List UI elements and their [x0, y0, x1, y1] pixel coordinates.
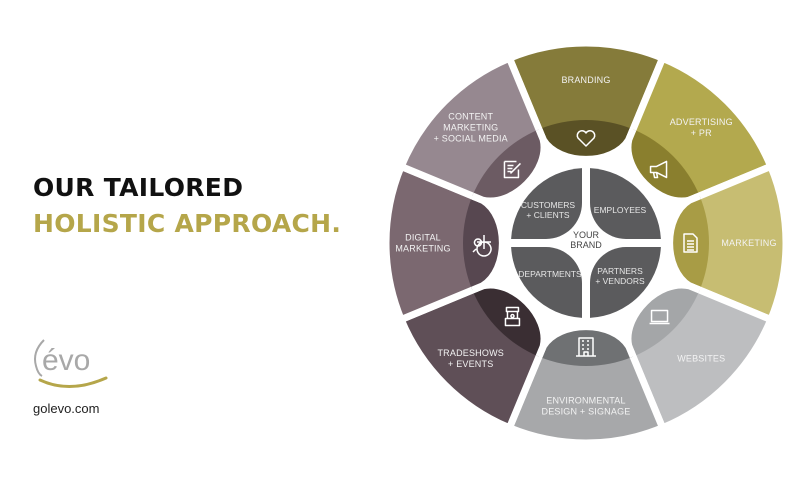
building-icon — [576, 337, 596, 357]
your-brand-line-1: YOUR — [573, 230, 600, 240]
website-url[interactable]: golevo.com — [33, 401, 100, 416]
segment-advertising-label: ADVERTISING — [670, 117, 733, 127]
segment-environmental-label: ENVIRONMENTAL — [546, 396, 625, 406]
notepad-edit-icon — [503, 160, 521, 179]
megaphone-icon — [649, 160, 668, 179]
center-quadrant-shape — [511, 168, 582, 239]
heading-line-2: HOLISTIC APPROACH. — [33, 209, 342, 238]
segment-environmental-label: DESIGN + SIGNAGE — [542, 407, 631, 417]
segment-digital-label: DIGITAL — [405, 233, 441, 243]
segment-marketing-label: MARKETING — [721, 238, 776, 248]
logo-text: évo — [42, 344, 90, 377]
segment-branding[interactable]: BRANDING — [505, 39, 667, 163]
center-quadrant-label: + VENDORS — [595, 276, 645, 286]
center-quadrant-label: DEPARTMENTS — [518, 269, 582, 279]
segment-websites-label: WEBSITES — [677, 353, 725, 363]
center-quadrant-label: CUSTOMERS — [521, 200, 575, 210]
segment-content-label: + SOCIAL MEDIA — [434, 134, 508, 144]
center-quadrant[interactable]: CUSTOMERS+ CLIENTS — [511, 168, 582, 239]
center-quadrant-label: + CLIENTS — [526, 210, 570, 220]
segment-branding-label: BRANDING — [561, 75, 610, 85]
segment-digital-inner — [463, 162, 506, 324]
segment-tradeshows[interactable]: TRADESHOWS+ EVENTS — [397, 281, 548, 432]
center-quadrant-shape — [590, 247, 661, 318]
center-quadrant-shape — [511, 247, 582, 318]
segment-marketing[interactable]: MARKETING — [666, 162, 790, 324]
heart-icon — [576, 130, 596, 147]
segment-advertising[interactable]: ADVERTISING+ PR — [624, 54, 775, 205]
segment-digital-label: MARKETING — [395, 244, 450, 254]
center-quadrant-shape — [590, 168, 661, 239]
segment-tradeshows-label: + EVENTS — [448, 359, 493, 369]
center-quadrant[interactable]: DEPARTMENTS — [511, 247, 582, 318]
segment-tradeshows-label: TRADESHOWS — [437, 348, 504, 358]
center-quadrant[interactable]: PARTNERS+ VENDORS — [590, 247, 661, 318]
your-brand-line-2: BRAND — [570, 240, 602, 250]
globe-search-icon — [472, 235, 492, 257]
laptop-icon — [649, 309, 670, 325]
segment-branding-inner — [505, 120, 667, 163]
segment-content-label: CONTENT — [448, 112, 493, 122]
center-quadrant[interactable]: EMPLOYEES — [590, 168, 661, 239]
center-quadrant-label: PARTNERS — [597, 266, 643, 276]
segment-advertising-label: + PR — [691, 128, 712, 138]
segment-websites[interactable]: WEBSITES — [624, 281, 775, 432]
segment-environmental-inner — [505, 323, 667, 366]
booth-icon — [504, 306, 521, 327]
evo-logo: évo — [34, 339, 108, 389]
center-quadrant-label: EMPLOYEES — [594, 205, 647, 215]
heading-line-1: OUR TAILORED — [33, 173, 244, 202]
segment-content-label: MARKETING — [443, 123, 498, 133]
segment-marketing-inner — [666, 162, 709, 324]
document-icon — [683, 233, 698, 253]
